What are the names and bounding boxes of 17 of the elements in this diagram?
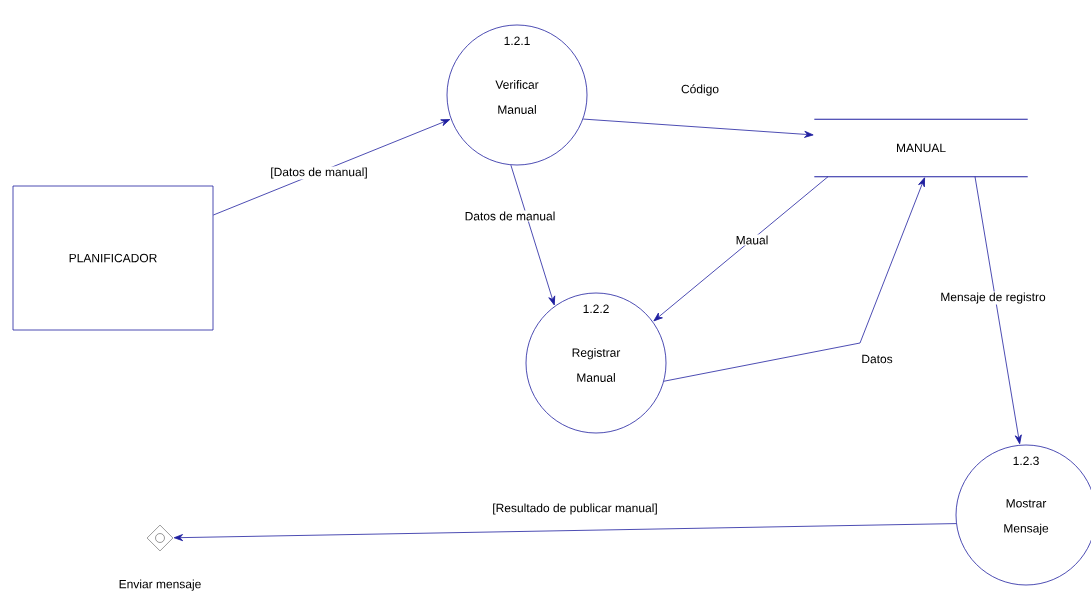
arrow (974, 176, 1022, 445)
edge-label: [Datos de manual] (269, 166, 369, 180)
arrow (582, 118, 814, 138)
data-store: MANUAL (813, 118, 1029, 178)
arrow (213, 119, 451, 216)
edge-label: Maual (734, 234, 770, 246)
node-label: Enviar mensaje (119, 579, 201, 591)
edge-label: Mensaje de registro (939, 291, 1047, 305)
edge-label: Datos (860, 353, 894, 365)
external-entity-box: PLANIFICADOR (12, 185, 214, 331)
edge-label: [Resultado de publicar manual] (491, 502, 659, 516)
edge-label: Código (680, 83, 720, 97)
arrow (510, 164, 556, 306)
arrow (663, 177, 925, 382)
edge-label: Datos de manual (463, 210, 557, 222)
arrow (653, 176, 829, 322)
arrow (173, 523, 957, 542)
